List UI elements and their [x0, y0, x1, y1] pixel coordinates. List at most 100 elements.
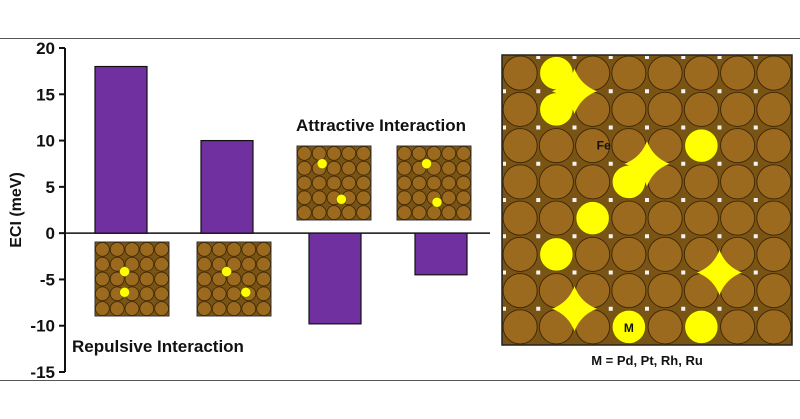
fe-atom [575, 128, 611, 164]
interstitial-site [717, 234, 722, 239]
fe-atom [756, 236, 792, 272]
y-tick-label: -5 [40, 270, 55, 289]
interstitial-dopant [624, 141, 670, 187]
dopant-atom [611, 309, 646, 344]
fe-atom [756, 55, 792, 91]
interstitial-site [645, 89, 649, 94]
interstitial-site [608, 270, 613, 275]
fe-label: Fe [597, 139, 611, 153]
y-tick-label: 0 [46, 224, 55, 243]
cluster-inset [396, 145, 472, 221]
fe-atom [538, 164, 574, 200]
fe-atom [683, 91, 719, 127]
interstitial-site [536, 125, 541, 130]
interstitial-site [645, 198, 649, 202]
interstitial-site [753, 89, 758, 94]
dopant-atom [575, 201, 610, 236]
interstitial-site [753, 270, 758, 275]
interstitial-site [536, 270, 541, 275]
interstitial-site [572, 198, 577, 202]
y-axis-label: ECI (meV) [8, 172, 25, 248]
interstitial-site [681, 198, 686, 202]
repulsive-annotation: Repulsive Interaction [72, 337, 244, 356]
y-tick-label: 10 [36, 132, 55, 151]
bar [414, 232, 468, 276]
interstitial-site [753, 125, 758, 130]
fe-atom [756, 164, 792, 200]
interstitial-site [681, 161, 686, 166]
bottom-rule [0, 380, 800, 381]
m-label: M [624, 321, 634, 335]
fe-atom [683, 55, 719, 91]
fe-atom [720, 55, 756, 91]
fe-atom [502, 128, 538, 164]
fe-atom [683, 164, 719, 200]
interstitial-site [681, 270, 686, 275]
interstitial-site [572, 125, 577, 130]
fe-atom [756, 91, 792, 127]
interstitial-site [645, 306, 649, 311]
fe-atom [575, 236, 611, 272]
interstitial-site [608, 161, 613, 166]
dopant-atom [119, 287, 130, 298]
interstitial-site [753, 234, 758, 239]
y-tick-label: -10 [30, 317, 55, 336]
interstitial-dopant [552, 286, 597, 332]
interstitial-site [717, 161, 722, 166]
interstitial-site [717, 306, 722, 311]
interstitial-site [536, 89, 541, 94]
bar [308, 232, 362, 325]
fe-atom [538, 200, 574, 236]
interstitial-site [536, 306, 541, 311]
dopant-atom [240, 287, 252, 298]
fe-atom [720, 200, 756, 236]
interstitial-site [608, 89, 613, 94]
interstitial-site [681, 89, 686, 94]
dopant-atom [684, 309, 719, 344]
interstitial-site [681, 306, 686, 311]
interstitial-site [572, 161, 577, 166]
dopant-atom [336, 193, 347, 205]
bar [94, 65, 148, 234]
interstitial-site [608, 234, 613, 239]
dopant-atom [421, 158, 432, 170]
interstitial-site [608, 306, 613, 311]
interstitial-site [753, 306, 758, 311]
interstitial-site [753, 198, 758, 202]
fe-atom [538, 128, 574, 164]
cluster-insets [94, 145, 472, 317]
fe-atom [611, 236, 647, 272]
interstitial-site [753, 161, 758, 166]
fe-atom [720, 309, 756, 345]
fe-atom [756, 128, 792, 164]
fe-atom [502, 309, 538, 345]
lattice-structure: FeM [501, 54, 793, 346]
interstitial-site [536, 234, 541, 239]
interstitial-site [645, 270, 649, 275]
interstitial-dopant [552, 68, 597, 114]
dopant-atom [316, 158, 328, 170]
fe-atom [647, 309, 683, 345]
fe-atom [647, 55, 683, 91]
interstitial-site [681, 234, 686, 239]
top-rule [0, 38, 800, 39]
fe-atom [611, 200, 647, 236]
fe-atom [720, 164, 756, 200]
interstitial-site [572, 270, 577, 275]
cluster-inset [296, 145, 372, 221]
interstitial-site [608, 198, 613, 202]
y-tick-label: -15 [30, 363, 55, 382]
fe-atom [756, 200, 792, 236]
fe-atom [720, 91, 756, 127]
attractive-annotation: Attractive Interaction [296, 116, 466, 135]
y-tick-label: 15 [36, 85, 55, 104]
interstitial-site [536, 198, 541, 202]
cluster-inset [196, 241, 272, 317]
fe-atom [611, 273, 647, 309]
dopant-atom [684, 128, 719, 163]
cluster-inset [94, 241, 170, 317]
interstitial-site [717, 89, 722, 94]
interstitial-site [681, 125, 686, 130]
